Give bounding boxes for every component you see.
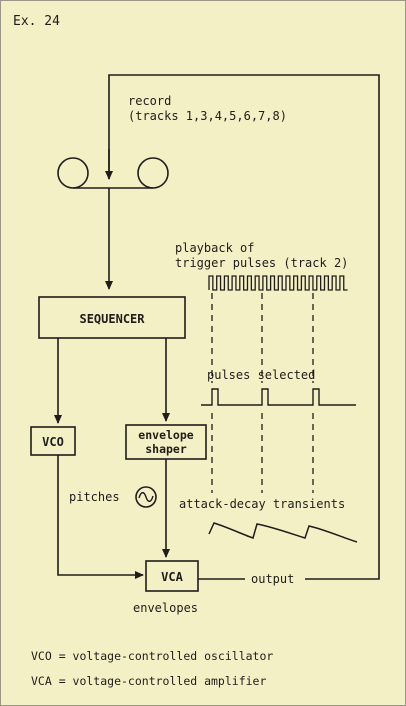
envelope-shaper-label: envelope bbox=[138, 428, 193, 442]
sequencer-box bbox=[38, 296, 186, 339]
envelopes-label: envelopes bbox=[133, 601, 198, 615]
vco-to-vca-arrow bbox=[57, 455, 144, 579]
sine-wave-icon bbox=[135, 486, 157, 508]
vca-label: VCA bbox=[161, 570, 183, 584]
example-label: Ex. 24 bbox=[13, 14, 60, 29]
playback-tracks-label: trigger pulses (track 2) bbox=[175, 256, 348, 270]
record-label: record bbox=[128, 94, 171, 108]
pulses-selected-label: pulses selected bbox=[207, 368, 315, 382]
record-tracks-label: (tracks 1,3,4,5,6,7,8) bbox=[128, 109, 287, 123]
output-label: output bbox=[251, 572, 294, 586]
sine-wave-symbol bbox=[138, 491, 154, 503]
tape-reel-left bbox=[57, 157, 89, 189]
trigger-pulse-train bbox=[208, 275, 348, 291]
attack-decay-label: attack-decay transients bbox=[179, 497, 345, 511]
selected-pulses-waveform bbox=[201, 388, 356, 406]
tape-reel-right bbox=[137, 157, 169, 189]
pitches-label: pitches bbox=[69, 490, 120, 504]
vco-label: VCO bbox=[42, 435, 64, 449]
sequencer-label: SEQUENCER bbox=[79, 312, 145, 326]
vca-box bbox=[145, 560, 199, 592]
vco-box bbox=[30, 426, 76, 456]
legend-vca: VCA = voltage-controlled amplifier bbox=[31, 674, 266, 688]
record-feedback-line bbox=[108, 74, 380, 580]
envelope-shaper-label-line2: shaper bbox=[145, 442, 187, 456]
playback-label: playback of bbox=[175, 241, 254, 255]
legend-vco: VCO = voltage-controlled oscillator bbox=[31, 649, 273, 663]
attack-decay-waveform bbox=[208, 522, 358, 543]
